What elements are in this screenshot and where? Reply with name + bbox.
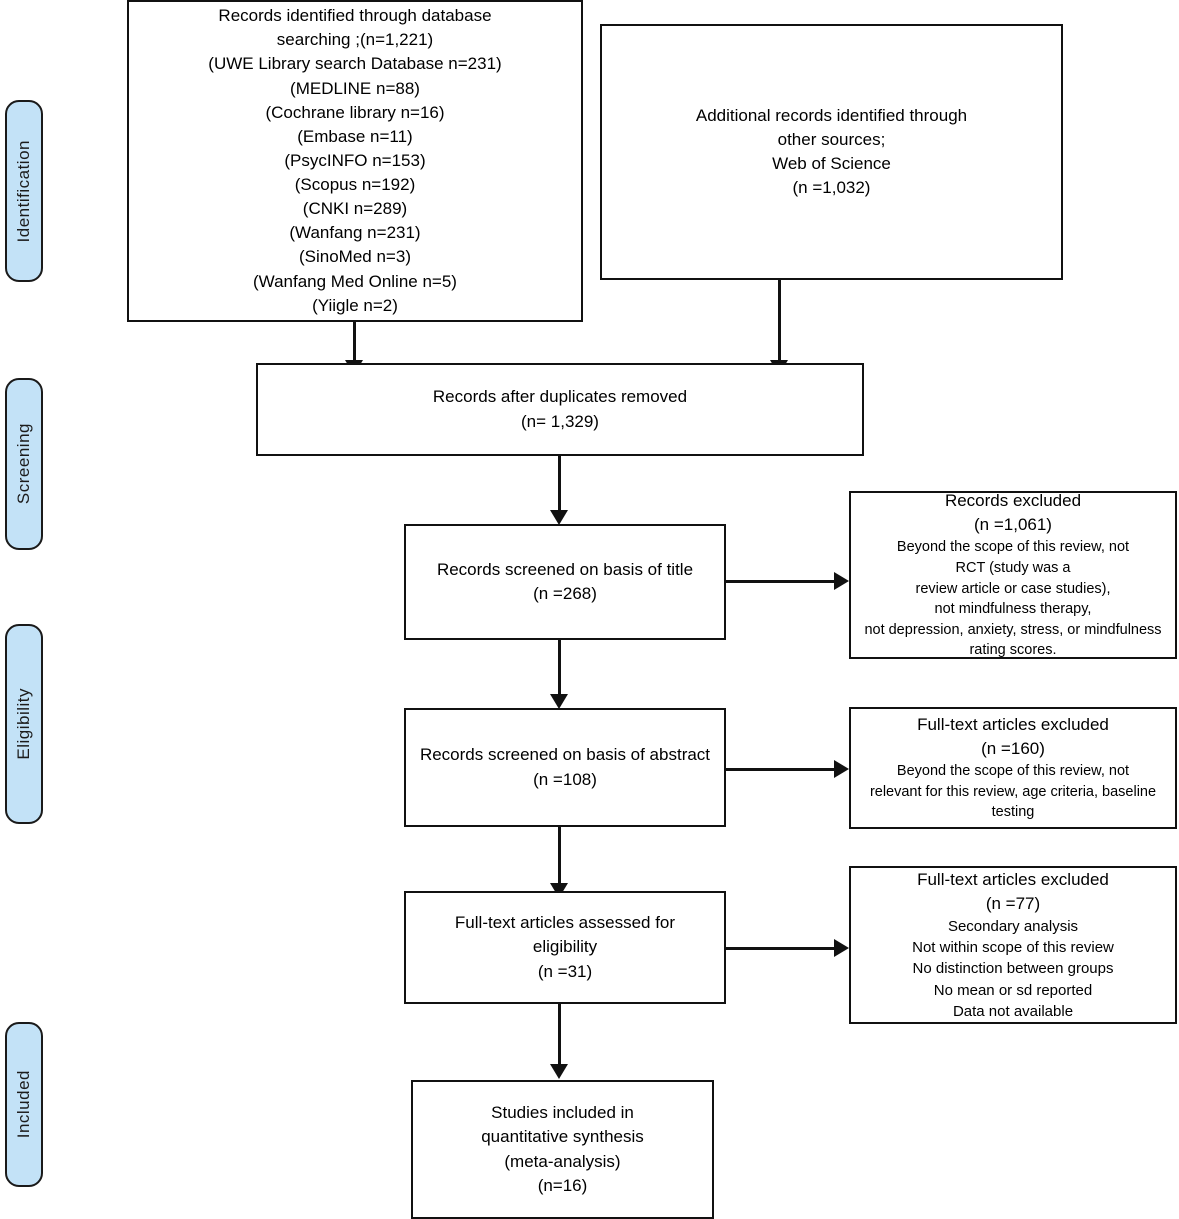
box-line: Web of Science — [772, 154, 891, 173]
connector-assessed-to-included — [558, 1004, 561, 1066]
box-reason: No distinction between groups — [912, 960, 1114, 978]
box-line: (Cochrane library n=16) — [265, 102, 445, 122]
box-count: (n =77) — [985, 893, 1041, 913]
box-fulltext-assessed: Full-text articles assessed for eligibil… — [404, 891, 726, 1004]
box-line: (n =268) — [533, 584, 597, 603]
box-line: Additional records identified through — [695, 105, 968, 125]
box-reason: Beyond the scope of this review, not — [896, 539, 1130, 556]
box-heading: Full-text articles excluded — [917, 869, 1109, 889]
connector-assessed-to-excluded77 — [726, 947, 838, 950]
box-line: (meta-analysis) — [504, 1151, 621, 1171]
box-records-excluded: Records excluded (n =1,061) Beyond the s… — [849, 491, 1177, 659]
stage-label-eligibility-text: Eligibility — [14, 688, 33, 760]
stage-label-screening: Screening — [5, 378, 43, 550]
box-reason: not depression, anxiety, stress, or mind… — [864, 621, 1162, 638]
box-reason: review article or case studies), — [915, 580, 1111, 597]
box-count: (n =1,061) — [974, 515, 1052, 535]
box-line: Records screened on basis of title — [436, 559, 694, 579]
arrowhead-assessed-to-included — [550, 1064, 568, 1079]
box-line: Records screened on basis of abstract — [419, 745, 711, 765]
box-reason: Secondary analysis — [947, 917, 1079, 935]
box-line: quantitative synthesis — [481, 1127, 644, 1147]
box-reason: Not within scope of this review — [912, 939, 1114, 957]
connector-other-sources-to-duplicates — [778, 280, 781, 362]
box-reason: Data not available — [952, 1003, 1074, 1021]
connector-screened-title-to-excluded — [726, 580, 838, 583]
box-reason: not mindfulness therapy, — [934, 601, 1092, 618]
box-line: (n =1,032) — [792, 178, 871, 198]
box-reason: RCT (study was a — [955, 559, 1071, 576]
box-line: (Yiigle n=2) — [312, 295, 398, 315]
arrowhead-assessed-to-excluded77 — [834, 939, 849, 957]
box-reason: Beyond the scope of this review, not — [896, 763, 1130, 780]
box-database-search: Records identified through database sear… — [127, 0, 583, 322]
box-line: other sources; — [777, 129, 886, 149]
arrowhead-duplicates-to-screened-title — [550, 510, 568, 525]
box-line: (CNKI n=289) — [302, 199, 408, 219]
arrowhead-abstract-to-excluded160 — [834, 760, 849, 778]
box-line: (Wanfang Med Online n=5) — [253, 271, 457, 291]
box-line: searching ;(n=1,221) — [276, 30, 434, 50]
box-line: (Wanfang n=231) — [289, 223, 421, 243]
box-line: (Embase n=11) — [297, 126, 413, 146]
stage-label-eligibility: Eligibility — [5, 624, 43, 824]
arrowhead-title-to-abstract — [550, 694, 568, 709]
stage-label-included: Included — [5, 1022, 43, 1187]
box-other-sources: Additional records identified through ot… — [600, 24, 1063, 280]
box-fulltext-excluded-160: Full-text articles excluded (n =160) Bey… — [849, 707, 1177, 829]
box-heading: Full-text articles excluded — [917, 715, 1109, 734]
box-reason: testing — [991, 804, 1035, 821]
box-duplicates-removed: Records after duplicates removed (n= 1,3… — [256, 363, 864, 456]
box-line: Records after duplicates removed — [432, 387, 688, 407]
box-reason: No mean or sd reported — [933, 981, 1093, 999]
box-screened-abstract: Records screened on basis of abstract (n… — [404, 708, 726, 827]
box-heading: Records excluded — [944, 491, 1082, 511]
box-studies-included: Studies included in quantitative synthes… — [411, 1080, 714, 1219]
stage-label-included-text: Included — [14, 1070, 33, 1139]
connector-abstract-to-assessed — [558, 827, 561, 885]
box-line: Full-text articles assessed for — [454, 913, 676, 933]
box-line: (n=16) — [537, 1175, 588, 1195]
box-line: (SinoMed n=3) — [299, 247, 411, 267]
connector-database-to-duplicates — [353, 322, 356, 362]
box-reason: rating scores. — [969, 642, 1057, 659]
box-line: (n =31) — [537, 961, 593, 981]
stage-label-identification-text: Identification — [14, 139, 33, 243]
connector-abstract-to-excluded160 — [726, 768, 838, 771]
arrowhead-screened-title-to-excluded — [834, 572, 849, 590]
box-line: (n =108) — [533, 769, 597, 789]
box-line: (PsycINFO n=153) — [284, 150, 426, 170]
box-line: eligibility — [532, 937, 598, 957]
box-reason: relevant for this review, age criteria, … — [869, 783, 1157, 800]
box-count: (n =160) — [981, 739, 1045, 759]
connector-title-to-abstract — [558, 640, 561, 696]
box-line: (MEDLINE n=88) — [290, 78, 420, 98]
box-line: (UWE Library search Database n=231) — [208, 54, 502, 74]
box-fulltext-excluded-77: Full-text articles excluded (n =77) Seco… — [849, 866, 1177, 1024]
box-line: Studies included in — [491, 1103, 634, 1123]
connector-duplicates-to-screened-title — [558, 456, 561, 512]
box-screened-title: Records screened on basis of title (n =2… — [404, 524, 726, 640]
stage-label-screening-text: Screening — [14, 423, 33, 505]
box-line: (n= 1,329) — [521, 411, 599, 431]
stage-label-identification: Identification — [5, 100, 43, 282]
box-line: Records identified through database — [218, 6, 492, 26]
box-line: (Scopus n=192) — [294, 175, 416, 195]
